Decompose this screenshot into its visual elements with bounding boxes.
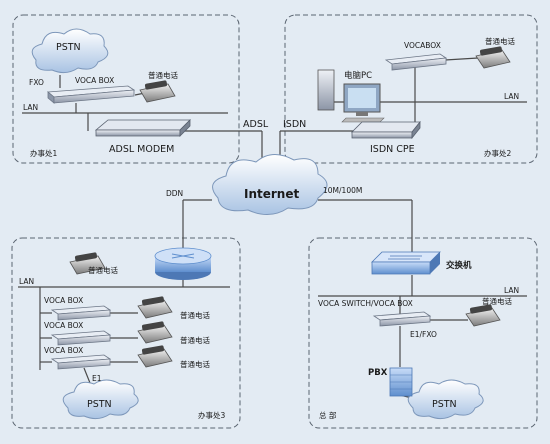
office3-pstn-label: PSTN — [87, 399, 112, 410]
office3-region — [11, 237, 241, 429]
internet-cloud — [212, 154, 328, 215]
office3-phone-device-2 — [137, 321, 173, 344]
office1-name-label: 办事处1 — [30, 148, 57, 158]
office2-vocabox-label: VOCABOX — [404, 41, 441, 50]
office2-pc-device — [317, 69, 385, 123]
speed-label: 10M/100M — [323, 186, 362, 195]
office3-voca-box-device-1 — [50, 305, 112, 321]
office1-pstn-label: PSTN — [56, 42, 81, 53]
office3-voca-box-device-2 — [50, 330, 112, 346]
office1-phone-label: 普通电话 — [148, 70, 178, 80]
office3-phone-device-3 — [137, 345, 173, 368]
office1-pstn-cloud — [31, 28, 109, 74]
office3-name-label: 办事处3 — [198, 410, 225, 420]
hq-voca-box-device — [372, 311, 432, 327]
office3-router-device — [154, 247, 212, 280]
office3-box-label-3: VOCA BOX — [44, 346, 83, 355]
hq-name-label: 总 部 — [319, 410, 337, 420]
isdn-cpe-device — [351, 120, 421, 140]
ddn-label: DDN — [166, 189, 183, 198]
adsl-modem-label: ADSL MODEM — [109, 144, 174, 155]
office1-lan-label: LAN — [23, 103, 38, 112]
office2-phone-label: 普通电话 — [485, 36, 515, 46]
office3-lan-label: LAN — [19, 277, 34, 286]
hq-e1fxo-label: E1/FXO — [410, 330, 437, 339]
office3-pstn-cloud — [62, 379, 139, 420]
office1-fxo-label: FXO — [29, 78, 44, 87]
hq-pbx-device — [389, 367, 413, 397]
office1-vocabox-label: VOCA BOX — [75, 76, 114, 85]
office2-pc-label: 电脑PC — [344, 70, 372, 81]
hq-lan-label: LAN — [504, 286, 519, 295]
office3-box-label-1: VOCA BOX — [44, 296, 83, 305]
office2-region — [284, 14, 538, 164]
office2-lan-label: LAN — [504, 92, 519, 101]
office3-phone-label-1: 普通电话 — [180, 310, 210, 320]
office3-phone-label-2: 普通电话 — [180, 335, 210, 345]
office2-phone-line — [444, 57, 479, 61]
office3-box-label-2: VOCA BOX — [44, 321, 83, 330]
office3-e1-label: E1 — [92, 374, 102, 383]
adsl-label: ADSL — [243, 119, 269, 130]
hq-pbx-label: PBX — [368, 368, 388, 378]
office3-top-phone-label: 普通电话 — [88, 265, 118, 275]
internet-label: Internet — [244, 187, 299, 201]
isdn-label: ISDN — [283, 119, 306, 130]
hq-region — [308, 237, 538, 429]
hq-switch-device — [371, 251, 441, 275]
adsl-modem-device — [94, 119, 191, 137]
office3-voca-box-device-3 — [50, 354, 112, 370]
hq-voca-switch-label: VOCA SWITCH/VOCA BOX — [318, 299, 413, 308]
office1-region — [12, 14, 240, 164]
hq-phone-label: 普通电话 — [482, 296, 512, 306]
office3-phone-device-1 — [137, 296, 173, 319]
office2-name-label: 办事处2 — [484, 148, 511, 158]
isdn-cpe-label: ISDN CPE — [370, 144, 415, 155]
office3-top-phone-device — [69, 252, 106, 275]
office2-phone-device — [475, 46, 511, 69]
office1-voca-box-device — [46, 85, 136, 104]
office3-phone-label-3: 普通电话 — [180, 359, 210, 369]
office1-phone-device — [139, 80, 176, 103]
office2-vocabox-device — [384, 53, 448, 71]
hq-pstn-label: PSTN — [432, 399, 457, 410]
hq-pstn-cloud — [407, 379, 484, 420]
hq-phone-device — [465, 304, 501, 327]
hq-switch-label: 交换机 — [446, 260, 472, 271]
